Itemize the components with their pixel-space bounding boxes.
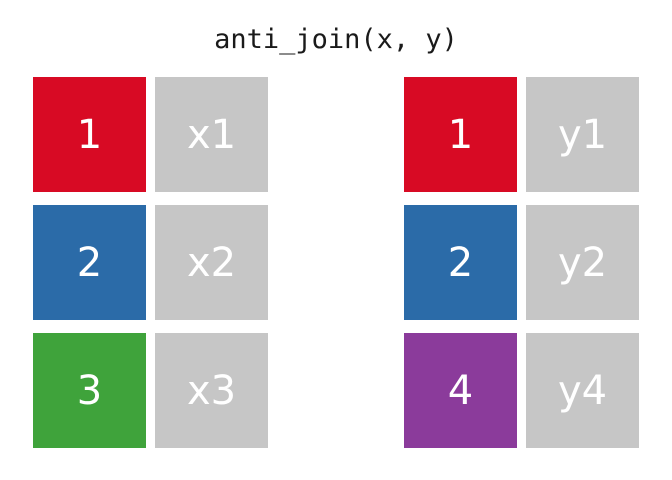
value-cell-label: x1 <box>186 111 237 158</box>
value-cell-label: x3 <box>186 367 237 414</box>
value-cell: x2 <box>155 205 268 320</box>
table-row: 1 x1 <box>33 77 268 192</box>
value-cell-label: y2 <box>557 239 608 286</box>
table-row: 1 y1 <box>404 77 639 192</box>
key-cell-label: 1 <box>76 111 103 158</box>
table-x: 1 x1 2 x2 3 x3 <box>33 77 268 448</box>
key-cell: 2 <box>404 205 517 320</box>
key-cell-label: 3 <box>76 367 103 414</box>
key-cell: 4 <box>404 333 517 448</box>
value-cell-label: y4 <box>557 367 608 414</box>
value-cell: x1 <box>155 77 268 192</box>
table-row: 2 y2 <box>404 205 639 320</box>
table-y: 1 y1 2 y2 4 y4 <box>404 77 639 448</box>
value-cell-label: x2 <box>186 239 237 286</box>
key-cell-label: 2 <box>76 239 103 286</box>
key-cell: 1 <box>404 77 517 192</box>
key-cell: 2 <box>33 205 146 320</box>
key-cell-label: 2 <box>447 239 474 286</box>
diagram-title: anti_join(x, y) <box>214 24 458 55</box>
value-cell: x3 <box>155 333 268 448</box>
table-row: 2 x2 <box>33 205 268 320</box>
key-cell: 1 <box>33 77 146 192</box>
value-cell-label: y1 <box>557 111 608 158</box>
key-cell-label: 1 <box>447 111 474 158</box>
table-row: 4 y4 <box>404 333 639 448</box>
table-row: 3 x3 <box>33 333 268 448</box>
key-cell: 3 <box>33 333 146 448</box>
value-cell: y2 <box>526 205 639 320</box>
value-cell: y1 <box>526 77 639 192</box>
key-cell-label: 4 <box>447 367 474 414</box>
value-cell: y4 <box>526 333 639 448</box>
